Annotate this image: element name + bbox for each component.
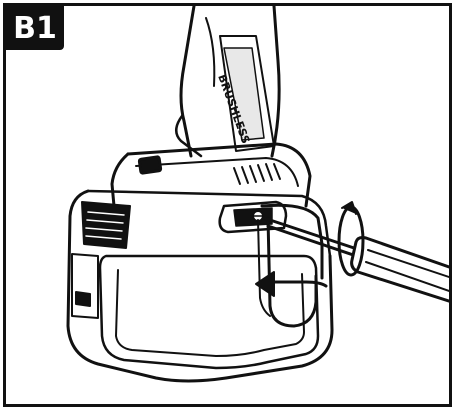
drill-body xyxy=(110,142,312,208)
figure-label: B1 xyxy=(6,6,64,50)
drill-illustration: BRUSHLESS xyxy=(66,6,449,383)
battery-pack xyxy=(66,189,334,383)
belt-clip xyxy=(218,200,324,328)
drill-handle xyxy=(179,6,281,158)
figure-frame: BRUSHLESS B1 xyxy=(3,3,452,407)
rotation-arrow xyxy=(337,201,365,277)
screwdriver xyxy=(262,216,449,303)
push-arrow xyxy=(255,271,328,297)
